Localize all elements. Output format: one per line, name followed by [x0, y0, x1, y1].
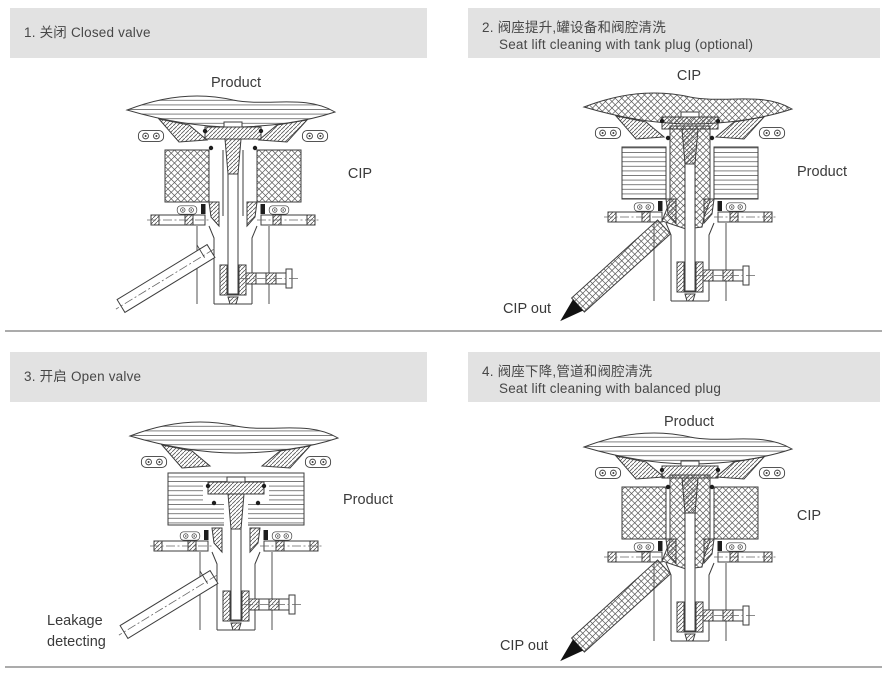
valve-diagram-seat-lift-tank-plug: [444, 60, 887, 332]
horizontal-divider-middle: [5, 330, 882, 332]
panel-2-title-zh: 2. 阀座提升,罐设备和阀腔清洗: [482, 20, 666, 35]
panel-1-header-bar: 1. 关闭 Closed valve: [10, 8, 427, 58]
panel-3-label-leakage-detecting: Leakage detecting: [47, 613, 106, 650]
panel-2-label-product: Product: [797, 164, 847, 180]
panel-3-header-bar: 3. 开启 Open valve: [10, 352, 427, 402]
valve-diagram-open: [0, 400, 443, 668]
panel-2-label-cip-out: CIP out: [502, 301, 552, 317]
panel-4-header-bar: 4. 阀座下降,管道和阀腔清洗 Seat lift cleaning with …: [468, 352, 880, 402]
panel-1-label-cip: CIP: [347, 166, 373, 182]
panel-4-label-product: Product: [664, 414, 714, 430]
horizontal-divider-bottom: [5, 666, 882, 668]
panel-1-label-product: Product: [211, 75, 261, 91]
panel-4-title-zh: 4. 阀座下降,管道和阀腔清洗: [482, 364, 653, 379]
panel-3-label-product: Product: [343, 492, 393, 508]
panel-2-label-cip: CIP: [676, 68, 702, 84]
valve-diagram-closed: [0, 60, 443, 332]
panel-2-title-en: Seat lift cleaning with tank plug (optio…: [499, 37, 754, 52]
valve-diagram-seat-lift-balanced-plug: [444, 400, 887, 668]
panel-4-title-en: Seat lift cleaning with balanced plug: [499, 381, 722, 396]
panel-3-title: 3. 开启 Open valve: [24, 369, 142, 384]
panel-2-header-bar: 2. 阀座提升,罐设备和阀腔清洗 Seat lift cleaning with…: [468, 8, 880, 58]
panel-1-title: 1. 关闭 Closed valve: [24, 25, 151, 40]
panel-4-label-cip: CIP: [796, 508, 822, 524]
panel-4-label-cip-out: CIP out: [499, 638, 549, 654]
